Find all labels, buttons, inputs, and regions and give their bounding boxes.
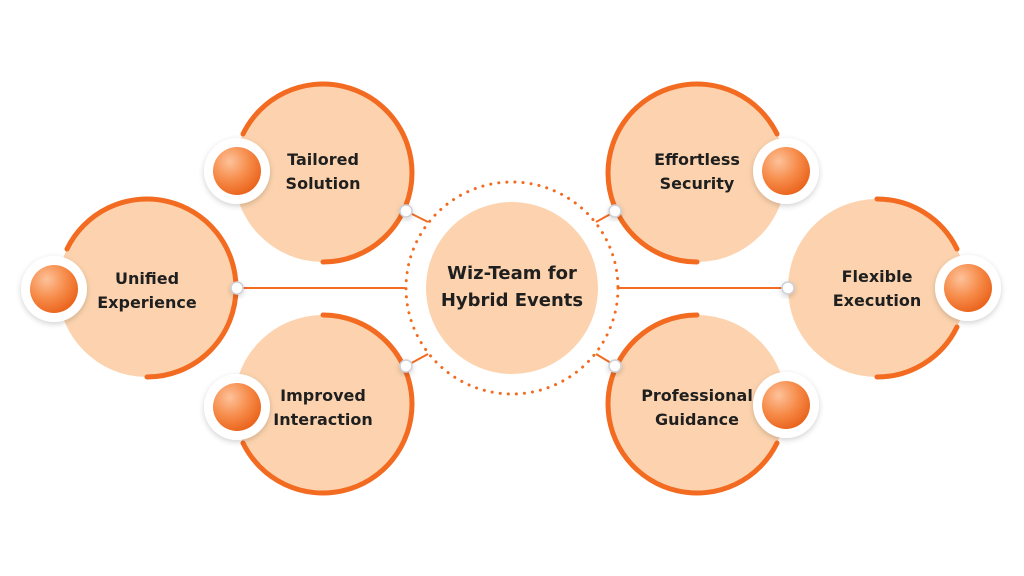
node-label-professional-guidance: Professional Guidance [641,386,753,429]
connector-dot [399,204,413,218]
node-arc [240,81,415,176]
node-professional-guidance [605,312,819,496]
ball-icon [762,147,810,195]
node-effortless-security [605,81,819,265]
node-flexible-execution [781,196,1001,380]
node-arc [320,170,415,265]
node-label-unified-experience: Unified Experience [97,269,197,312]
node-arc [605,312,700,407]
center-dotted-ring [404,180,620,396]
ball-icon [944,264,992,312]
node-arc [874,324,960,380]
connector-dot [399,359,413,373]
connector-dot [608,359,622,373]
connector-dot [781,281,795,295]
node-arc [240,401,415,496]
node-arc [64,196,239,291]
node-arc [605,170,700,265]
node-arc [874,196,960,252]
ball-icon [213,383,261,431]
node-label-effortless-security: Effortless Security [654,150,740,193]
connector-dot [608,204,622,218]
ball-icon [213,147,261,195]
node-improved-interaction [204,312,415,496]
node-label-flexible-execution: Flexible Execution [832,267,922,310]
node-arc [144,285,239,380]
node-unified-experience [21,196,244,380]
node-arc [605,401,780,496]
ball-icon [762,381,810,429]
center-title: Wiz-Team for Hybrid Events [440,263,584,311]
node-label-tailored-solution: Tailored Solution [285,150,361,193]
connector-dot [230,281,244,295]
node-arc [605,81,780,176]
node-label-improved-interaction: Improved Interaction [273,386,373,429]
node-tailored-solution [204,81,415,265]
node-arc [320,312,415,407]
ball-icon [30,265,78,313]
center-circle [426,202,598,374]
